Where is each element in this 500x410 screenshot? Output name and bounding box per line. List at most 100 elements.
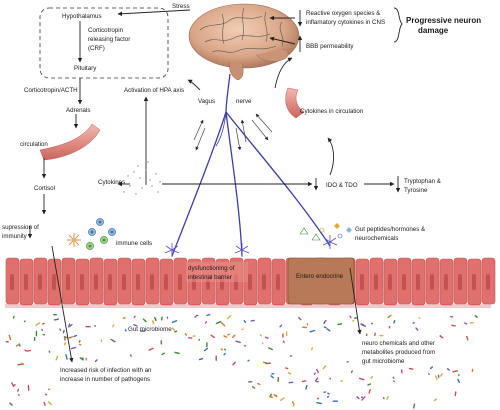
microbe	[469, 322, 474, 324]
cell-nucleus	[262, 274, 266, 290]
microbe	[112, 324, 115, 328]
microbe	[232, 361, 236, 366]
microbe	[174, 351, 180, 355]
dysfunction-label-1: dysfunctioning of	[188, 265, 235, 272]
microbe	[198, 338, 201, 341]
brace	[393, 7, 403, 43]
activation-hpa-label: Activation of HPA axis	[124, 87, 184, 94]
microbe	[41, 328, 44, 332]
microbe	[287, 372, 292, 375]
neuro-chem-label-3: gut microbiome	[362, 358, 405, 365]
microbe	[314, 377, 319, 382]
cytokine-particles	[123, 161, 161, 195]
ros-label-2: inflamatory cytokines in CNS	[306, 19, 385, 26]
microbe	[241, 328, 244, 331]
cell-nucleus	[388, 274, 392, 290]
microbe	[59, 328, 62, 331]
acth-label: Corticotropin/ACTH	[24, 87, 78, 94]
crf-label-3: (CRF)	[88, 45, 105, 52]
microbe	[361, 396, 366, 401]
circulation-label: circulation	[20, 141, 48, 148]
microbe	[223, 352, 226, 356]
microbe	[68, 336, 74, 339]
microbe	[85, 357, 87, 361]
microbe	[298, 316, 302, 321]
microbe	[68, 323, 73, 328]
microbe	[305, 384, 308, 390]
microbe	[184, 333, 188, 336]
microbe	[451, 324, 456, 327]
ros-label-1: Reactive oxygen species &	[306, 10, 381, 17]
hpa-axis-box	[39, 7, 169, 79]
cell-nucleus	[24, 274, 28, 290]
blood-vessel-left	[39, 123, 101, 161]
microbe	[439, 335, 444, 339]
microbe	[471, 368, 474, 373]
microbe	[316, 402, 322, 405]
microbe	[247, 359, 250, 362]
microbe	[326, 328, 331, 332]
microbe	[53, 314, 58, 316]
microbe	[388, 325, 391, 329]
microbe	[62, 329, 65, 334]
microbe	[63, 336, 68, 339]
microbe	[35, 330, 38, 337]
microbe	[382, 396, 385, 400]
microbe	[270, 375, 274, 379]
microbe	[43, 401, 46, 406]
microbe	[44, 393, 48, 396]
microbe	[142, 318, 147, 323]
cortisol-label: Cortisol	[34, 185, 55, 192]
microbe	[353, 317, 358, 319]
nerve-endings	[164, 235, 338, 257]
microbe	[261, 342, 264, 345]
microbe	[273, 394, 277, 397]
microbe	[458, 374, 460, 377]
microbe	[454, 391, 457, 397]
cell-nucleus	[374, 274, 378, 290]
neuro-chem-label-2: metabolites produced from	[362, 349, 435, 356]
gut-peptides-label-1: Gut peptides/hormones &	[355, 226, 426, 233]
cell-nucleus	[402, 274, 406, 290]
microbe	[464, 322, 468, 325]
microbe	[269, 393, 272, 397]
microbe	[47, 401, 53, 406]
microbe	[174, 330, 178, 333]
microbe	[392, 376, 395, 379]
cell-nucleus	[360, 274, 364, 290]
microbe	[70, 346, 77, 350]
microbe	[327, 392, 330, 395]
microbe	[12, 315, 15, 319]
microbe	[393, 319, 396, 324]
microbe	[433, 398, 437, 402]
microbe	[154, 316, 157, 322]
microbe	[48, 350, 51, 353]
microbe	[110, 338, 116, 343]
microbe	[358, 377, 365, 381]
microbe	[248, 380, 253, 383]
microbe	[457, 378, 461, 383]
microbe	[440, 373, 443, 377]
microbe	[371, 322, 373, 325]
microbe	[227, 315, 232, 320]
crf-label-1: Corticotropin	[88, 27, 124, 34]
microbe	[326, 395, 330, 398]
microbe	[243, 320, 247, 324]
microbe	[316, 381, 319, 383]
microbe	[412, 403, 416, 409]
nerve-label: nerve	[236, 98, 252, 105]
cell-nucleus	[52, 274, 56, 290]
microbe	[210, 334, 215, 339]
microbe	[412, 321, 415, 324]
microbe	[323, 391, 327, 393]
infection-label-2: increase in number of pathogens	[60, 376, 150, 383]
microbe	[53, 318, 59, 321]
microbe	[370, 375, 374, 379]
microbe	[313, 372, 317, 375]
microbe	[55, 355, 59, 361]
cell-nucleus	[38, 274, 42, 290]
immune-cells-label: immune cells	[116, 240, 152, 247]
stress-label: Stress	[172, 3, 190, 10]
microbe	[42, 322, 45, 325]
microbe	[23, 320, 26, 323]
